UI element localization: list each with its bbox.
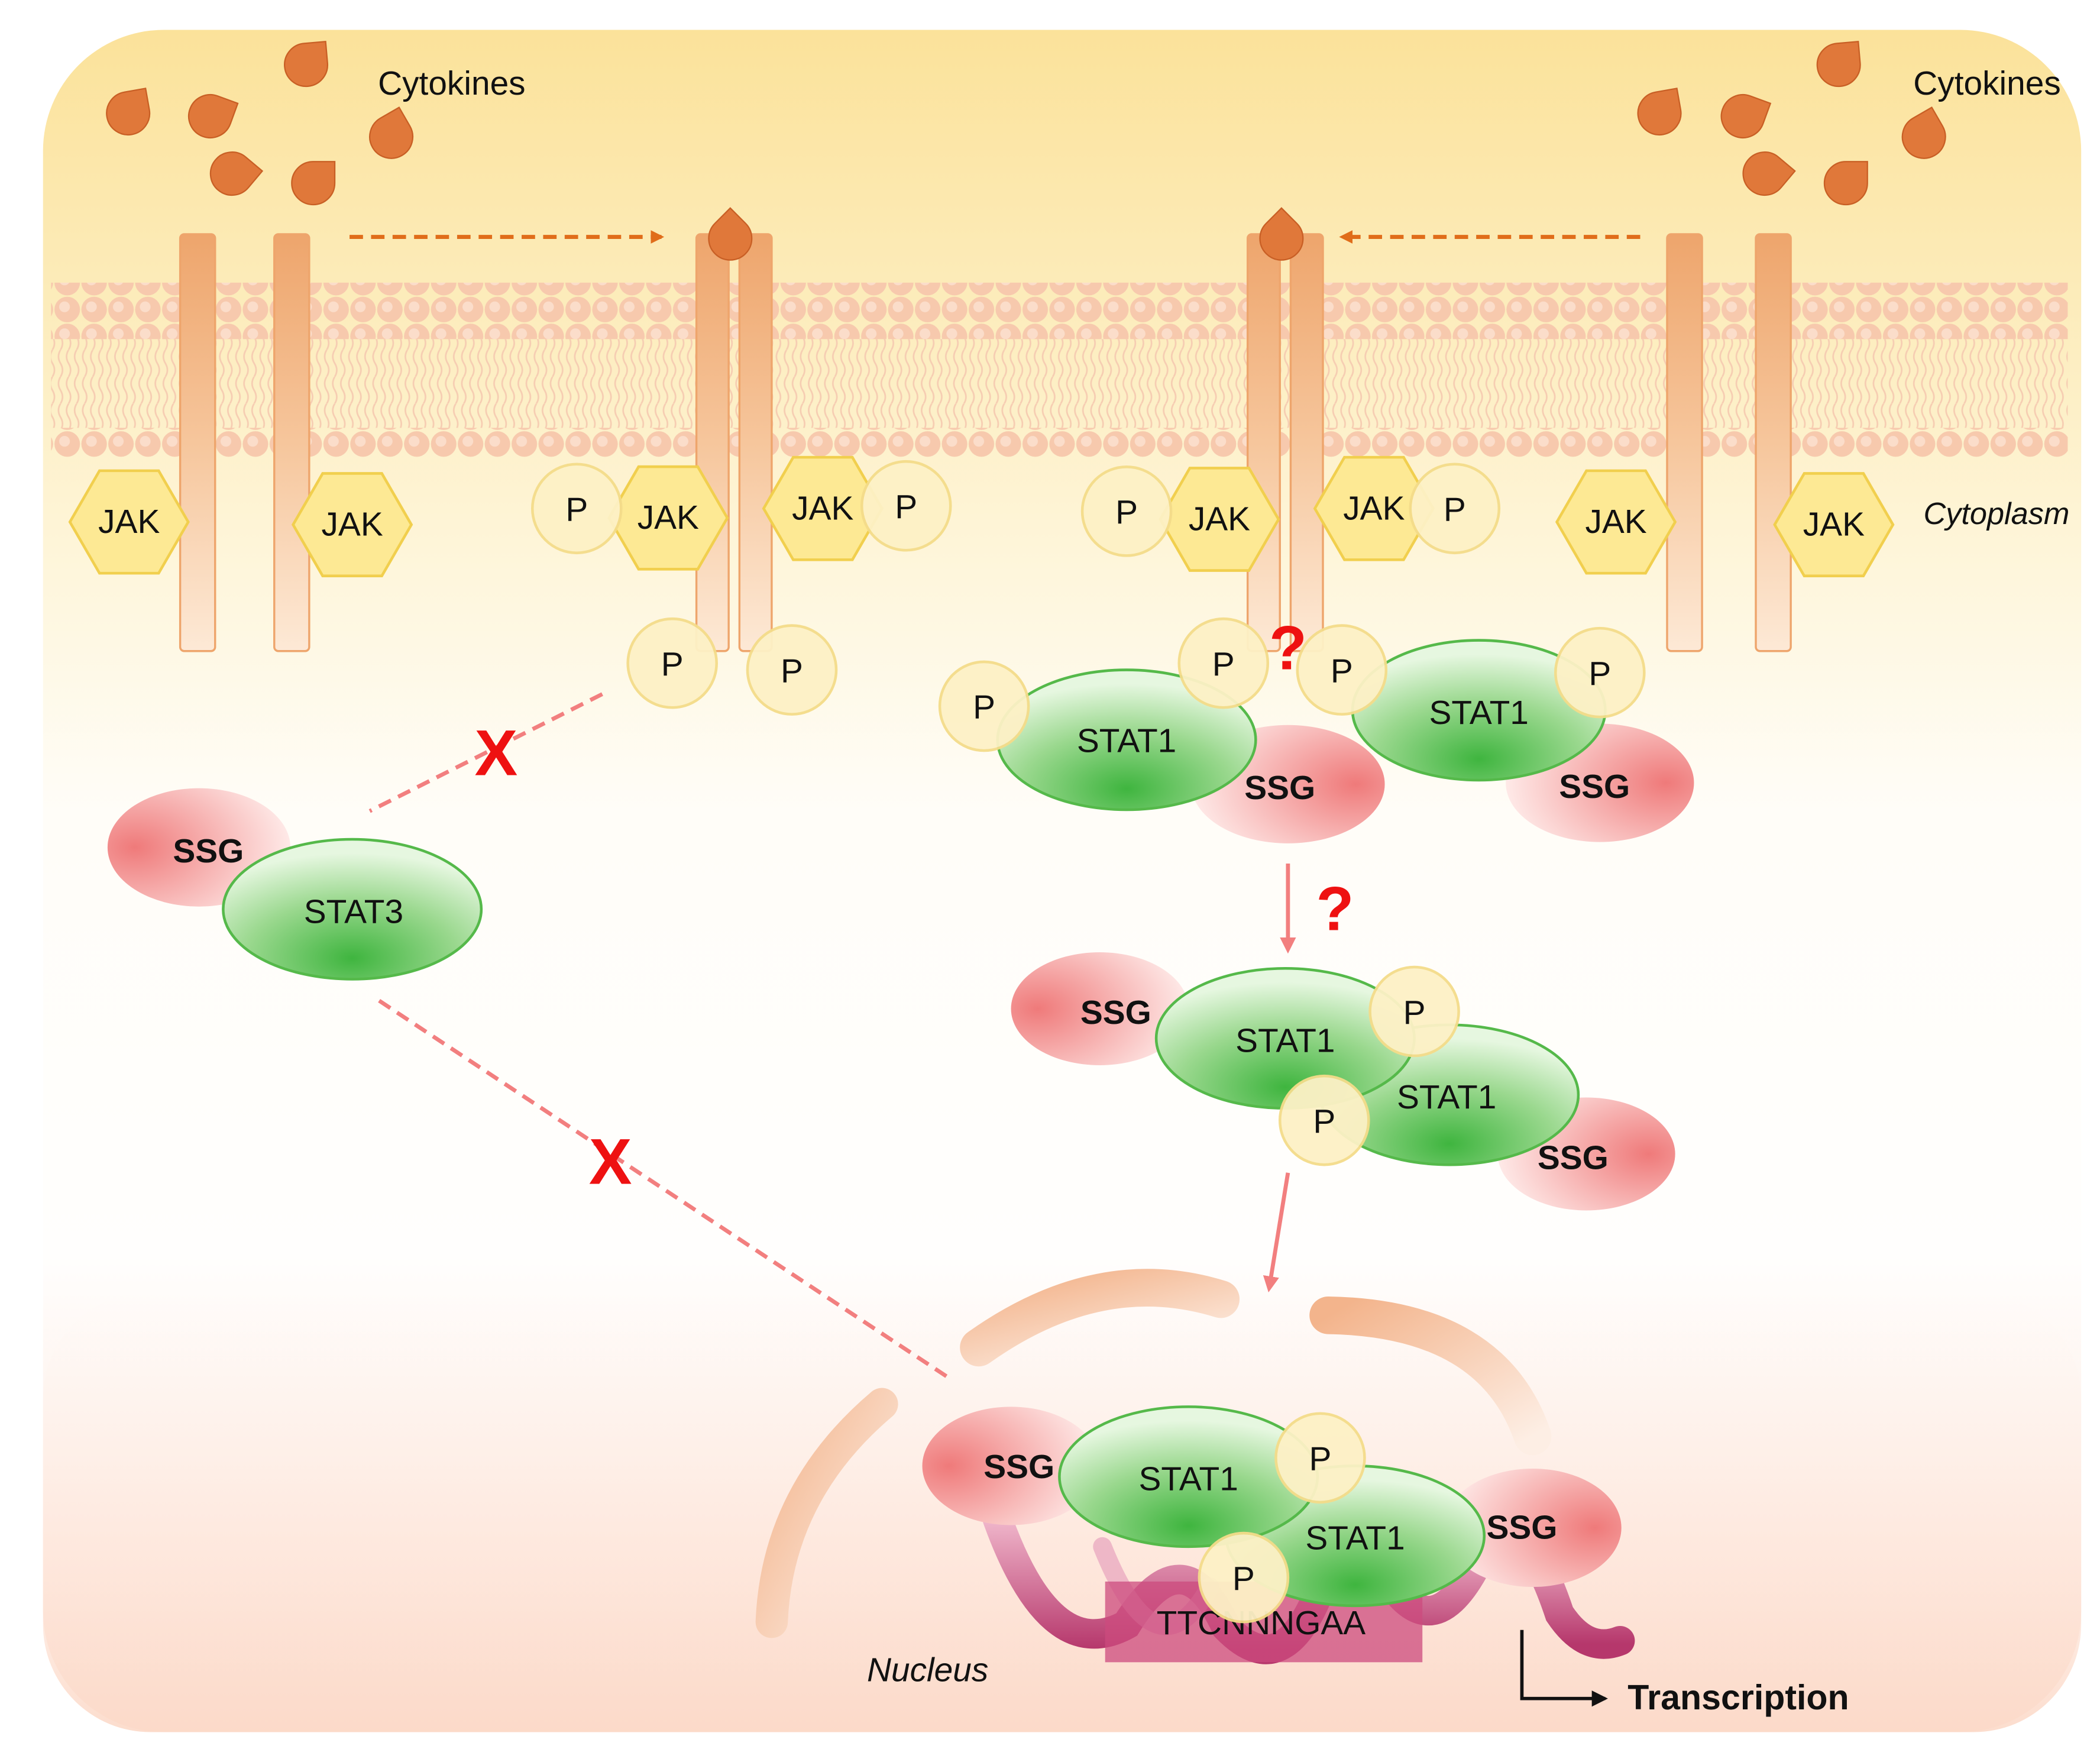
phosphate-circle — [938, 660, 1030, 752]
ssg-label: SSG — [1538, 1139, 1609, 1176]
stat-phosphate-group: P P P P P P P P — [938, 617, 1646, 1624]
cell-membrane — [51, 282, 2068, 458]
stat1-label: STAT1 — [1397, 1079, 1496, 1116]
stat1-label: STAT1 — [1429, 694, 1529, 732]
stat1-label: STAT1 — [1235, 1023, 1335, 1060]
jak-label: JAK — [792, 490, 853, 527]
ssg-label: SSG — [1486, 1509, 1557, 1546]
jak-group — [68, 455, 1895, 577]
phosphate-circle — [1177, 617, 1270, 709]
ssg-label: SSG — [1244, 770, 1315, 807]
ssg-label: SSG — [1559, 768, 1630, 806]
phosphate-circle — [1409, 463, 1501, 555]
stat1-dimer-cytoplasm: SSG STAT1 STAT1 SSG — [1011, 952, 1675, 1211]
receptor-unbound-left — [179, 233, 310, 652]
stat1-monomer-left: STAT1 SSG — [996, 668, 1385, 843]
stat3-label: STAT3 — [304, 893, 403, 930]
stat3-protein — [222, 838, 483, 981]
stat1-label: STAT1 — [1138, 1461, 1238, 1498]
jak-labels: JAK JAK JAK JAK JAK JAK JAK JAK — [98, 490, 1865, 543]
nucleus-label: Nucleus — [867, 1651, 988, 1689]
jak-hexagon — [291, 472, 413, 577]
phosphate-label: P — [565, 492, 588, 529]
phosphate-label: P — [1331, 652, 1353, 690]
phosphate-label: P — [1309, 1441, 1331, 1478]
phosphate-circle — [1274, 1412, 1366, 1504]
inhibition-mark-upper: X — [474, 717, 517, 790]
phosphate-label: P — [1403, 994, 1426, 1032]
question-mark-dimerization: ? — [1316, 875, 1354, 944]
ssg-label: SSG — [1080, 994, 1151, 1032]
phosphate-label: P — [1232, 1560, 1255, 1598]
nuclear-envelope — [755, 1269, 1552, 1638]
phosphate-circle — [1198, 1531, 1290, 1624]
phosphate-circle — [746, 624, 838, 716]
phosphate-label: P — [1115, 494, 1138, 531]
phosphate-circle — [1278, 1074, 1370, 1166]
phosphate-circle — [860, 460, 952, 552]
phosphate-group: P P P P P P — [530, 460, 1501, 716]
ssg-blob — [922, 1407, 1100, 1525]
jak-label: JAK — [1343, 490, 1405, 527]
inhibition-mark-lower: X — [589, 1126, 632, 1198]
ssg-blob — [1444, 1468, 1622, 1588]
stat3-complex: SSG STAT3 — [107, 788, 483, 981]
jak-hexagon — [1313, 455, 1435, 561]
phosphate-circle — [1080, 465, 1173, 557]
inhibition-line-upper — [368, 692, 604, 813]
stat1-label: STAT1 — [1305, 1520, 1405, 1557]
phosphate-label: P — [661, 646, 684, 683]
phosphate-circle — [1296, 624, 1388, 716]
jak-label: JAK — [98, 503, 160, 541]
ssg-label: SSG — [983, 1449, 1054, 1486]
stat1-label: STAT1 — [1077, 723, 1176, 760]
jak-hexagon — [68, 469, 190, 575]
transcription-label: Transcription — [1627, 1677, 1849, 1717]
phosphate-label: P — [895, 489, 917, 526]
phosphate-label: P — [781, 652, 803, 690]
phosphate-label: P — [973, 689, 995, 726]
jak-label: JAK — [322, 506, 383, 544]
phosphate-label: P — [1313, 1103, 1335, 1140]
jak-label: JAK — [1803, 506, 1865, 544]
jak-hexagon — [1555, 469, 1677, 575]
ssg-blob — [1011, 952, 1189, 1065]
ssg-label: SSG — [173, 833, 244, 870]
transcription-arrow — [1520, 1630, 1608, 1707]
cytoplasm-label: Cytoplasm — [1924, 497, 2070, 531]
stat1-dimer-nucleus: SSG STAT1 STAT1 SSG — [922, 1405, 1622, 1608]
phosphate-label: P — [1588, 655, 1611, 693]
cytokines-label-left: Cytokines — [378, 65, 526, 102]
phosphate-circle — [530, 463, 623, 555]
phosphate-circle — [1368, 965, 1460, 1058]
question-mark-phosphorylation: ? — [1269, 614, 1307, 683]
stat1-monomer-right: STAT1 SSG — [1351, 639, 1694, 842]
cytokines-label-right: Cytokines — [1913, 65, 2061, 102]
jak-label: JAK — [1585, 503, 1646, 541]
jak-label: JAK — [1189, 500, 1250, 538]
nuclear-import-arrow — [1263, 1172, 1290, 1293]
phosphate-label: P — [1212, 646, 1235, 683]
phosphate-circle — [626, 617, 718, 709]
jak-hexagon — [762, 455, 884, 561]
inhibition-line-lower — [378, 998, 953, 1382]
jak-label: JAK — [638, 499, 699, 536]
phosphate-circle — [1554, 626, 1646, 719]
phosphate-label: P — [1444, 492, 1466, 529]
jak-hexagon — [1773, 472, 1895, 577]
receptor-unbound-right — [1666, 233, 1792, 652]
